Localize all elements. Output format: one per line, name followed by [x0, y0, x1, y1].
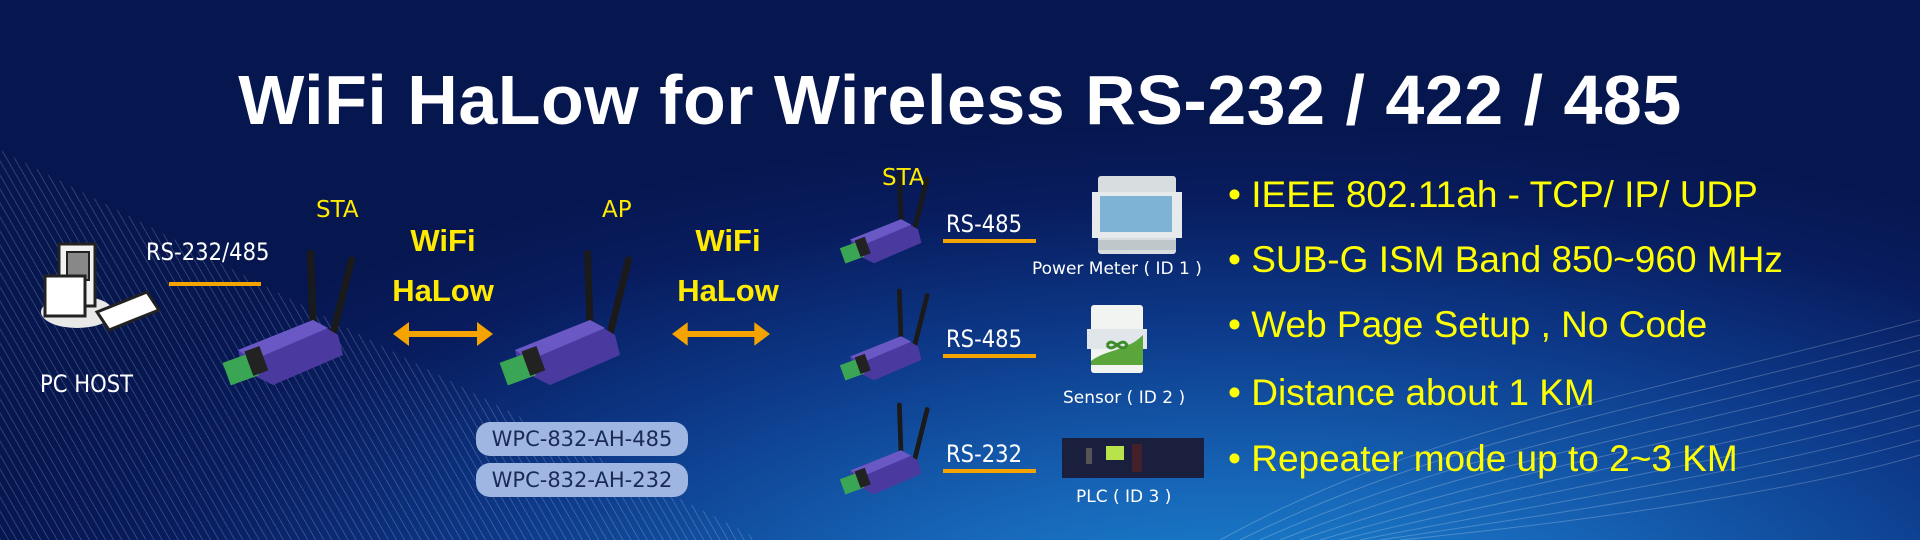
ap-label: AP — [602, 197, 632, 223]
pc-host-label: PC HOST — [40, 370, 134, 398]
wifi-text: WiFi — [695, 223, 761, 258]
sta-label: STA — [316, 197, 359, 223]
wireless-serial-device-icon — [839, 402, 930, 495]
feature-item: • Web Page Setup , No Code — [1228, 304, 1708, 345]
device-caption: Sensor ( ID 2 ) — [1063, 388, 1186, 408]
device-caption: Power Meter ( ID 1 ) — [1032, 259, 1202, 279]
wifi-text: WiFi — [410, 223, 476, 258]
wireless-serial-device-icon — [839, 171, 930, 264]
ap-device — [495, 240, 645, 395]
sta-device — [218, 240, 368, 395]
sta-device — [830, 165, 945, 270]
wireless-serial-device-icon — [839, 288, 930, 381]
power-meter-image — [1092, 176, 1182, 254]
bidirectional-arrow-icon — [393, 322, 493, 346]
model-badge: WPC-832-AH-232 — [476, 463, 688, 497]
halow-text: HaLow — [392, 273, 494, 308]
pc-computer-icon — [41, 242, 162, 332]
serial-line — [943, 239, 1036, 243]
feature-item: • Repeater mode up to 2~3 KM — [1228, 438, 1738, 479]
interface-label: RS-485 — [946, 325, 1023, 353]
interface-label: RS-485 — [946, 210, 1023, 238]
wireless-serial-device-icon — [499, 250, 633, 386]
sta-label: STA — [882, 165, 925, 191]
sta-device — [830, 282, 945, 387]
page-title: WiFi HaLow for Wireless RS-232 / 422 / 4… — [238, 61, 1682, 139]
model-badge: WPC-832-AH-485 — [476, 422, 688, 456]
halow-text: HaLow — [677, 273, 779, 308]
wireless-serial-device-icon — [222, 250, 356, 386]
pc-link-label: RS-232/485 — [146, 238, 270, 266]
feature-item: • IEEE 802.11ah - TCP/ IP/ UDP — [1228, 174, 1758, 215]
sensor-image — [1087, 305, 1147, 373]
feature-item: • Distance about 1 KM — [1228, 372, 1595, 413]
interface-label: RS-232 — [946, 440, 1023, 468]
bidirectional-arrow-icon — [672, 322, 770, 346]
feature-item: • SUB-G ISM Band 850~960 MHz — [1228, 239, 1783, 280]
sta-device — [830, 396, 945, 501]
device-caption: PLC ( ID 3 ) — [1076, 487, 1172, 507]
serial-line — [169, 282, 261, 286]
decorative-waves — [1220, 319, 1920, 540]
plc-image — [1062, 438, 1204, 478]
serial-line — [943, 354, 1036, 358]
serial-line — [943, 469, 1036, 473]
